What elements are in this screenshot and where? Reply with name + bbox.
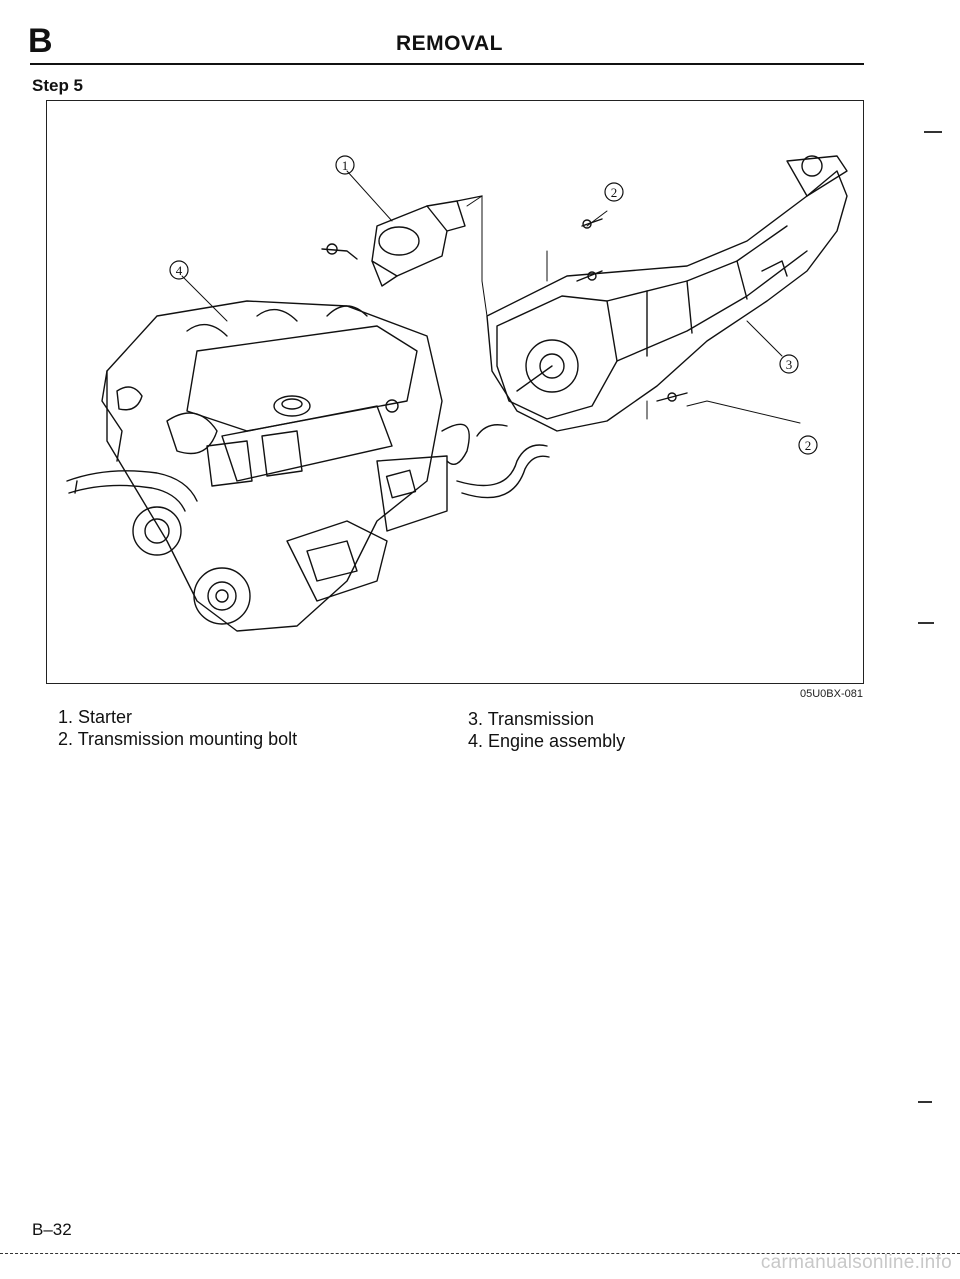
legend-item: 2. Transmission mounting bolt [58, 729, 298, 749]
legend-left: 1. Starter 2. Transmission mounting bolt [58, 706, 297, 750]
watermark: carmanualsonline.info [760, 1252, 952, 1273]
transmission-drawing [486, 155, 848, 432]
legend-right: 3. Transmission 4. Engine assembly [468, 708, 625, 752]
figure-frame: 1 2 2 3 4 [46, 100, 864, 684]
legend-item: 1. Starter [58, 707, 133, 727]
step-label: Step 5 [32, 76, 84, 95]
legend-item: 4. Engine assembly [468, 731, 626, 751]
callout-4-label: 4 [176, 263, 183, 278]
margin-tick [918, 622, 934, 624]
margin-tick [924, 131, 942, 133]
section-letter: B [28, 22, 53, 60]
callout-circles [169, 155, 818, 455]
header-divider [30, 63, 864, 65]
callout-2a-label: 2 [611, 185, 618, 200]
callout-3-label: 3 [786, 357, 793, 372]
footer-divider [0, 1253, 960, 1254]
engine-drawing [66, 300, 550, 632]
figure-code: 05U0BX-081 [800, 688, 863, 700]
page-number: B–32 [32, 1220, 72, 1239]
legend-item: 3. Transmission [468, 709, 595, 729]
exploded-diagram: 1 2 2 3 4 [66, 155, 848, 632]
starter-drawing [321, 195, 483, 287]
margin-tick [918, 1101, 932, 1103]
page-title: REMOVAL [396, 32, 503, 55]
callout-2b-label: 2 [805, 438, 812, 453]
leader-lines [181, 170, 801, 424]
callout-1-label: 1 [342, 158, 349, 173]
